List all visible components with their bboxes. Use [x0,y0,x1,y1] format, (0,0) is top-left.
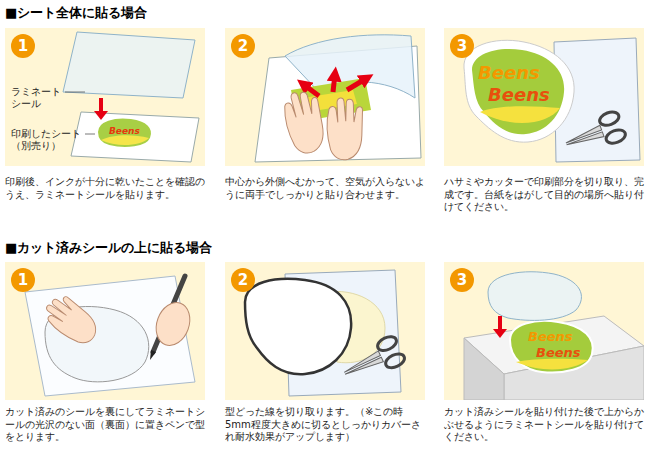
section-heading: ■カット済みシールの上に貼る場合 [5,240,212,256]
step-number-circle: 2 [231,268,255,292]
label-holder: ラミネートシール [11,86,63,110]
label-holder: Beens [528,330,573,343]
step-panel: 印刷後、インクが十分に乾いたことを確認のうえ、ラミネートシールを貼ります。1ラミ… [5,28,205,166]
callout-number: 3 [457,273,467,288]
scissors-blade [567,132,604,150]
callout-number: 1 [18,39,28,54]
hand [277,86,334,157]
step-number-circle: 3 [450,268,474,292]
scissors-handle [598,110,621,128]
callout-number: 1 [18,273,28,288]
label-holder: ■シート全体に貼る場合 [5,5,147,21]
leader-line [85,134,95,135]
step-caption: ハサミやカッターで印刷部分を切り取り、完成です。台紙をはがして目的の場所へ貼り付… [444,176,644,214]
step-number-circle: 1 [11,34,35,58]
scissors-blade [345,357,383,378]
step-caption: 中心から外側へむかって、空気が入らないように両手でしっかりと貼り合わせます。 [225,176,425,201]
cut-sticker [464,40,574,142]
sticker-stripe [516,359,588,370]
sticker [97,118,152,148]
callout-number: 2 [238,39,248,54]
label-holder: 印刷したシート（別売り） [11,128,85,152]
red-arrow-head [493,329,507,338]
scissors-handle [604,127,627,145]
hand [150,298,195,350]
step-caption: 印刷後、インクが十分に乾いたことを確認のうえ、ラミネートシールを貼ります。 [5,176,205,201]
printed-sheet [71,112,199,162]
label-holder: Beens [478,64,540,82]
red-arrow [347,78,367,90]
step-panel: カット済みのシールを裏にしてラミネートシールの光沢のない面（裏面）に置きペンで型… [5,262,205,400]
red-arrow-head [94,111,108,120]
step-caption: カット済みのシールを裏にしてラミネートシールの光沢のない面（裏面）に置きペンで型… [5,406,205,444]
scissors-handle [375,334,398,353]
sticker-print [472,49,564,134]
scissors [561,110,627,159]
step-panel: 中心から外側へむかって、空気が入らないように両手でしっかりと貼り合わせます。2 [225,28,425,166]
step-panel: 型どった線を切り取ります。（※この時5mm程度大きめに切るとしっかりカバーされ耐… [225,262,425,400]
hand [323,95,369,162]
laminate-sheet [63,32,195,98]
step-panel: ハサミやカッターで印刷部分を切り取り、完成です。台紙をはがして目的の場所へ貼り付… [444,28,644,166]
step-panel: カット済みシールを貼り付けた後で上からかぶせるようにラミネートシールを貼り付けて… [444,262,644,400]
step-caption: カット済みシールを貼り付けた後で上からかぶせるようにラミネートシールを貼り付けて… [444,406,644,444]
label-holder: ■カット済みシールの上に貼る場合 [5,240,212,256]
sticker-logo: Beens [109,127,140,136]
step-caption: 型どった線を切り取ります。（※この時5mm程度大きめに切るとしっかりカバーされ耐… [225,406,425,444]
part-label: 印刷したシート（別売り） [11,128,85,152]
table-side [464,338,504,400]
pen-tip [150,350,156,360]
step-number-circle: 3 [450,34,474,58]
laminate-sticker [488,272,581,321]
red-arrow [498,316,502,330]
scissors [338,334,406,388]
illustration [225,262,425,400]
section-heading: ■シート全体に貼る場合 [5,5,147,21]
illustration [5,262,205,400]
sticker-logo: Beens [528,330,573,343]
sticker-stripe [101,135,149,145]
sticker-stripe [480,106,560,123]
sticker-logo: Beens [536,346,581,359]
sticker [510,321,593,373]
sticker-logo: Beens [478,64,540,82]
red-arrow [333,74,335,92]
part-label: ラミネートシール [11,86,63,110]
callout-number: 2 [238,273,248,288]
traced-outline [245,279,351,374]
step-number-circle: 1 [11,268,35,292]
illustration [225,28,425,166]
sticker-logo: Beens [488,86,550,104]
label-holder: Beens [109,127,140,136]
callout-number: 3 [457,39,467,54]
hand [39,291,104,348]
red-arrow [99,98,103,112]
label-holder: Beens [488,86,550,104]
leader-line [65,92,85,93]
scissors-handle [383,351,406,370]
label-holder: Beens [536,346,581,359]
step-number-circle: 2 [231,34,255,58]
laminate-sheet [25,276,195,396]
